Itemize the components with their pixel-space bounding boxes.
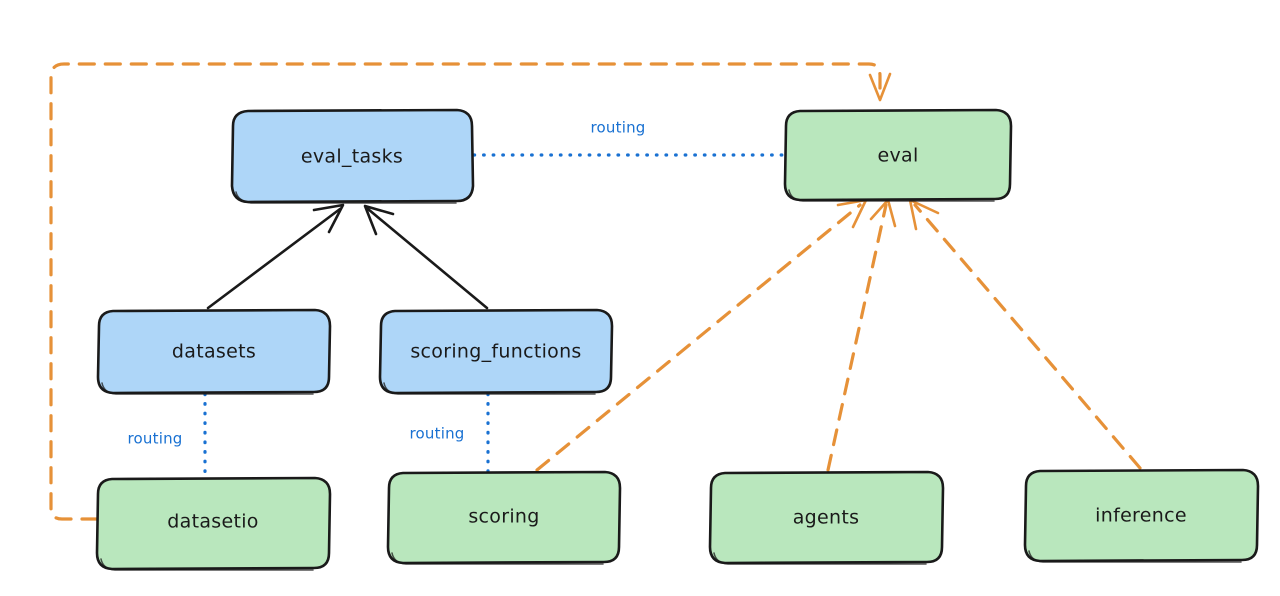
edge-label-routing-eval: routing — [591, 119, 646, 137]
node-datasets[interactable]: datasets — [96, 308, 332, 395]
node-scoring-functions-label: scoring_functions — [410, 341, 581, 363]
edge-inference-to-eval-path — [913, 203, 1142, 470]
node-eval-tasks-label: eval_tasks — [301, 146, 403, 168]
node-eval[interactable]: eval — [783, 108, 1013, 202]
node-inference[interactable]: inference — [1023, 468, 1260, 563]
edge-inference-to-eval — [908, 198, 1142, 470]
edge-scoring-to-eval-arrowhead — [836, 198, 868, 229]
node-datasets-label: datasets — [172, 341, 256, 363]
node-inference-label: inference — [1095, 505, 1187, 527]
node-scoring-functions-sketch-line — [383, 382, 596, 395]
node-eval-tasks[interactable]: eval_tasks — [230, 108, 475, 204]
edge-scoring-to-eval-path — [535, 203, 862, 472]
node-eval-tasks-shape — [230, 108, 475, 204]
edge-scoring-functions-to-eval-tasks — [363, 204, 489, 310]
edge-layer — [49, 62, 1142, 521]
edge-datasetio-to-eval-path — [49, 62, 882, 521]
node-scoring-sketch-line — [391, 552, 604, 565]
node-datasets-shape — [96, 308, 332, 395]
edge-agents-to-eval — [826, 198, 897, 472]
node-agents[interactable]: agents — [708, 470, 945, 565]
node-eval-shape — [783, 108, 1013, 202]
node-agents-label: agents — [793, 507, 860, 529]
node-inference-sketch-line — [1028, 550, 1242, 563]
node-datasetio-shape — [95, 476, 332, 571]
edge-scoring-functions-to-eval-tasks-arrowhead — [363, 204, 395, 236]
node-datasetio[interactable]: datasetio — [95, 476, 332, 571]
node-layer: eval_tasks eval datasets scoring_functio… — [95, 108, 1260, 571]
node-scoring-functions[interactable]: scoring_functions — [378, 308, 614, 395]
node-scoring-label: scoring — [468, 506, 539, 528]
node-datasets-sketch-line — [101, 382, 314, 395]
edge-datasets-to-eval-tasks-path — [206, 207, 342, 310]
edge-datasetio-to-eval-arrowhead — [868, 72, 892, 102]
node-agents-shape — [708, 470, 945, 565]
node-eval-sketch-line — [788, 189, 995, 202]
edge-scoring-functions-to-eval-tasks-path — [366, 207, 489, 310]
edge-label-layer: routing routing routing — [128, 119, 646, 448]
edge-label-routing-scoring: routing — [410, 425, 465, 443]
node-inference-shape — [1023, 468, 1260, 563]
node-eval-label: eval — [877, 145, 918, 167]
node-datasetio-sketch-line — [100, 558, 314, 571]
edge-datasets-to-eval-tasks — [206, 203, 345, 310]
node-eval-tasks-sketch-line — [235, 191, 457, 204]
edge-datasets-to-eval-tasks-arrowhead — [312, 203, 345, 234]
node-scoring-shape — [386, 470, 622, 565]
edge-datasetio-to-eval — [49, 62, 892, 521]
edge-agents-to-eval-path — [826, 203, 888, 472]
node-scoring[interactable]: scoring — [386, 470, 622, 565]
node-agents-sketch-line — [713, 552, 927, 565]
node-datasetio-label: datasetio — [167, 511, 258, 533]
edge-label-routing-datasetio: routing — [128, 430, 183, 448]
node-scoring-functions-shape — [378, 308, 614, 395]
